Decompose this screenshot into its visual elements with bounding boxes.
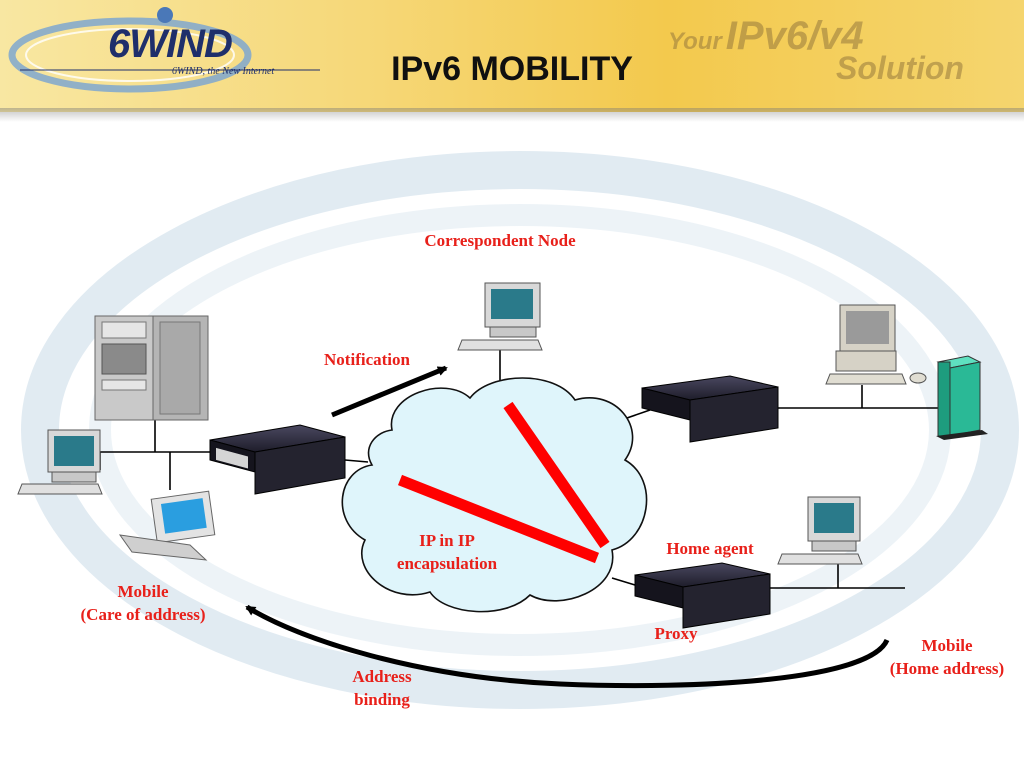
home-agent-router-icon xyxy=(634,562,771,629)
ip-in-ip-line1: IP in IP xyxy=(419,531,475,550)
mobile-coa-line1: Mobile xyxy=(117,582,169,601)
correspondent-node-computer-icon xyxy=(457,282,543,351)
mobile-coa-line2: (Care of address) xyxy=(80,605,206,624)
desktop-computer-upper-right-icon xyxy=(825,304,927,385)
banner-shadow xyxy=(0,108,1024,122)
correspondent-node-label: Correspondent Node xyxy=(424,231,576,250)
home-agent-label: Home agent xyxy=(666,539,754,558)
mobile-home-line1: Mobile xyxy=(921,636,973,655)
slide-title: IPv6 MOBILITY xyxy=(391,50,633,88)
address-binding-line1: Address xyxy=(352,667,412,686)
internet-cloud xyxy=(341,377,648,613)
logo-wordmark: 6WIND xyxy=(108,22,233,66)
ip-in-ip-label: IP in IP encapsulation xyxy=(380,529,514,575)
logo-swoosh-icon xyxy=(8,7,320,93)
address-binding-label: Address binding xyxy=(332,665,432,711)
notification-label: Notification xyxy=(324,350,410,369)
router-upper-right-icon xyxy=(641,375,779,443)
tagline-your: Your xyxy=(668,28,722,55)
address-binding-line2: binding xyxy=(354,690,410,709)
notification-arrow xyxy=(331,365,448,418)
home-server-icon xyxy=(936,355,988,440)
mobile-home-address-label: Mobile (Home address) xyxy=(870,634,1024,680)
ip-in-ip-line2: encapsulation xyxy=(396,554,498,573)
server-tower-icon xyxy=(94,315,209,421)
mobile-home-line2: (Home address) xyxy=(889,659,1005,678)
tagline-ipv6: IPv6/v4 xyxy=(725,14,864,58)
desktop-computer-lower-right-icon xyxy=(777,496,863,565)
logo-tagline: 6WIND, the New Internet xyxy=(172,66,275,77)
mobile-care-of-address-label: Mobile (Care of address) xyxy=(58,580,228,626)
laptop-icon xyxy=(118,490,216,561)
desktop-computer-left-icon xyxy=(17,429,103,495)
proxy-label: Proxy xyxy=(654,624,698,643)
address-binding-arrow xyxy=(245,604,890,689)
tunnel-lines xyxy=(397,401,610,564)
router-left-icon xyxy=(209,424,346,495)
tagline-solution: Solution xyxy=(836,50,964,86)
